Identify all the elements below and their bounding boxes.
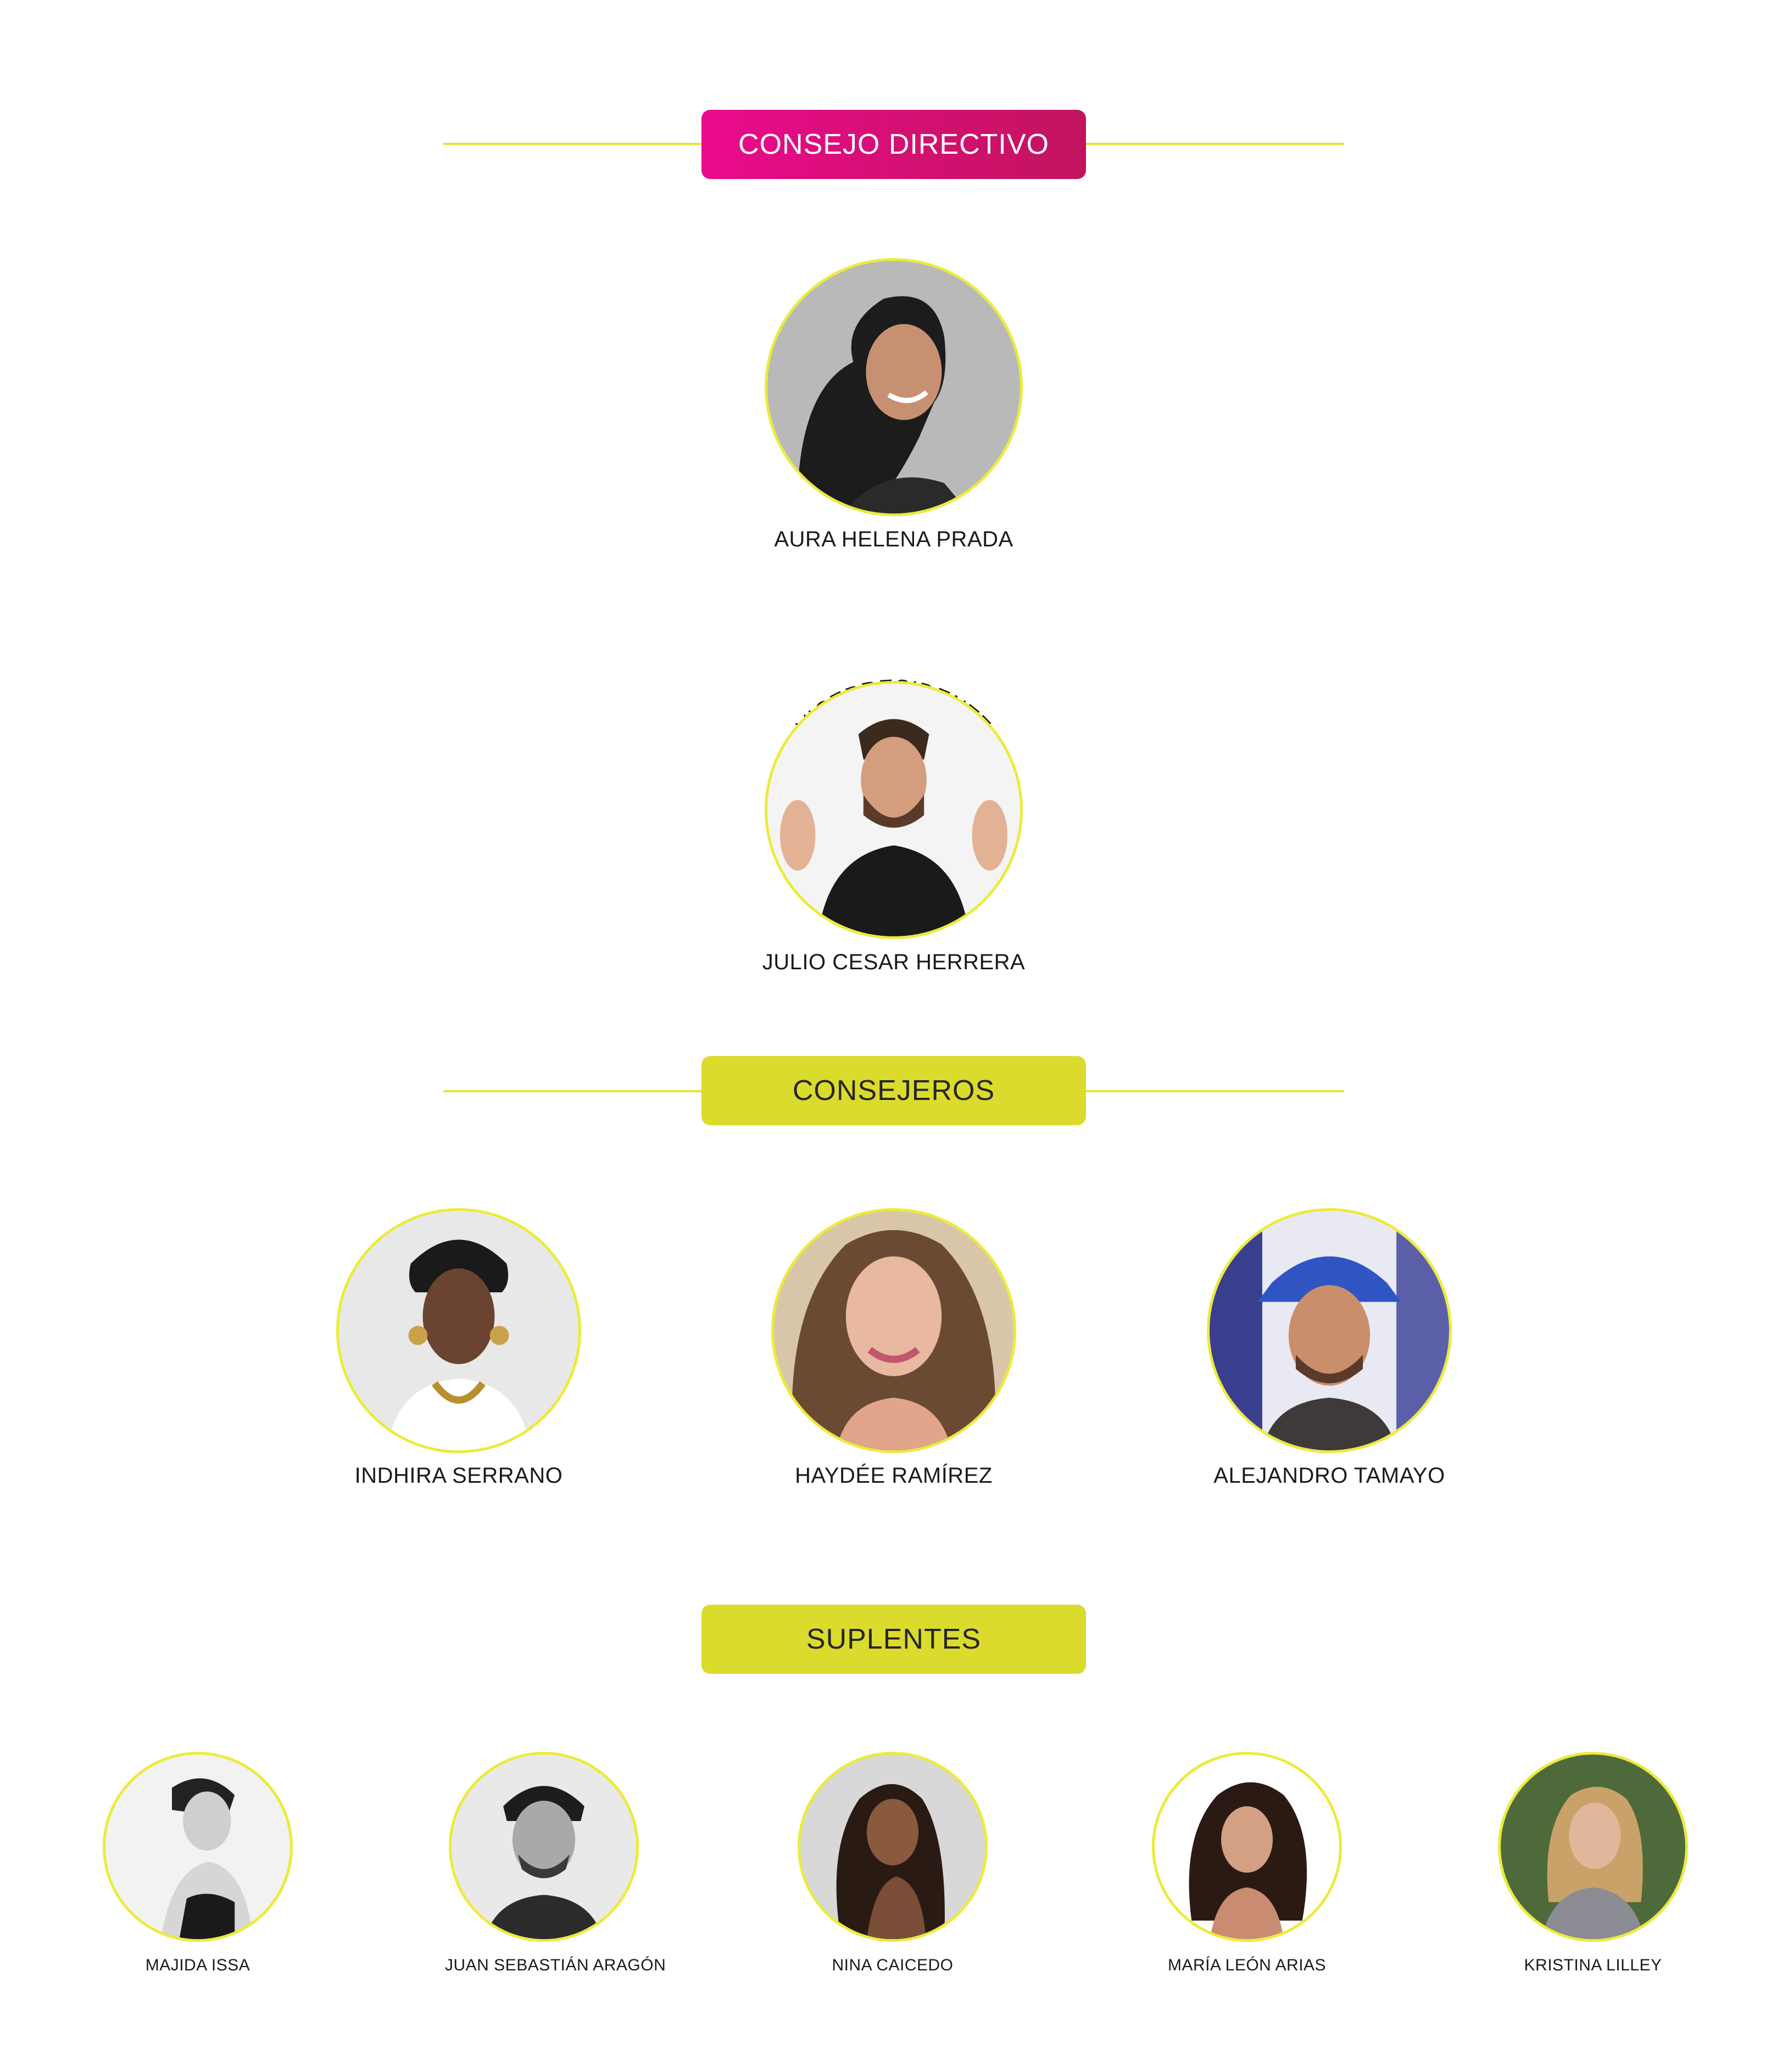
member-card-suplente-4: SUPLENTE MARÍA LEÓN ARIAS	[1148, 1713, 1346, 1982]
suplente-3-photo	[798, 1752, 988, 1942]
suplente-2-photo	[449, 1752, 639, 1942]
man-portrait-icon	[1210, 1211, 1449, 1450]
consejera-1-photo	[336, 1208, 581, 1453]
member-card-suplente-5: SUPLENTE KRISTINA LILLEY	[1494, 1713, 1692, 1982]
suplente-5-photo	[1498, 1752, 1688, 1942]
section-divider-left	[443, 1090, 701, 1092]
member-name: HAYDÉE RAMÍREZ	[795, 1464, 993, 1488]
suplente-4-photo	[1152, 1752, 1342, 1942]
member-name: JULIO CESAR HERRERA	[762, 950, 1026, 974]
member-card-suplente-1: SUPLENTE MAJIDA ISSA	[99, 1713, 297, 1982]
member-card-consejera-1: CONSEJERA INDHIRA SERRANO	[330, 1159, 588, 1488]
man-portrait-icon	[452, 1755, 636, 1939]
section-divider-right	[1086, 143, 1344, 145]
member-card-consejero-3: CONSEJERO ALEJANDRO TAMAYO	[1200, 1159, 1458, 1488]
member-card-suplente-2: SUPLENTE JUAN SEBASTIÁN ARAGÓN	[445, 1713, 666, 1982]
member-card-consejera-2: CONSEJERA HAYDÉE RAMÍREZ	[765, 1159, 1023, 1488]
section-title-consejo-directivo: CONSEJO DIRECTIVO	[701, 110, 1086, 179]
section-title-consejeros: CONSEJEROS	[701, 1056, 1086, 1125]
member-name: JUAN SEBASTIÁN ARAGÓN	[445, 1956, 666, 1974]
presidente-photo	[765, 258, 1023, 516]
member-name: KRISTINA LILLEY	[1524, 1956, 1662, 1974]
vicepresidente-photo	[765, 681, 1023, 939]
member-name: MAJIDA ISSA	[145, 1956, 250, 1974]
member-card-suplente-3: SUPLENTE NINA CAICEDO	[794, 1713, 992, 1982]
member-name: NINA CAICEDO	[832, 1956, 954, 1974]
man-portrait-icon	[767, 684, 1020, 936]
section-title-suplentes: SUPLENTES	[701, 1605, 1086, 1674]
section-divider-left	[443, 143, 701, 145]
member-name: ALEJANDRO TAMAYO	[1213, 1464, 1445, 1488]
section-divider-right	[1086, 1090, 1344, 1092]
member-name: MARÍA LEÓN ARIAS	[1167, 1956, 1327, 1974]
member-card-presidente: PRESIDENTE AURA HELENA PRADA	[759, 209, 1028, 560]
consejera-2-photo	[771, 1208, 1016, 1453]
woman-portrait-icon	[767, 261, 1020, 513]
member-name: INDHIRA SERRANO	[354, 1464, 563, 1488]
woman-portrait-icon	[800, 1755, 985, 1939]
woman-portrait-icon	[339, 1211, 578, 1450]
woman-portrait-icon	[774, 1211, 1013, 1450]
consejero-3-photo	[1207, 1208, 1452, 1453]
member-card-vicepresidente: VICEPRESIDENTE JULIO CESAR HERRERA	[759, 632, 1028, 983]
suplente-1-photo	[103, 1752, 293, 1942]
member-name: AURA HELENA PRADA	[774, 527, 1013, 551]
woman-portrait-icon	[1155, 1755, 1339, 1939]
woman-portrait-icon	[105, 1755, 290, 1939]
woman-portrait-icon	[1501, 1755, 1685, 1939]
